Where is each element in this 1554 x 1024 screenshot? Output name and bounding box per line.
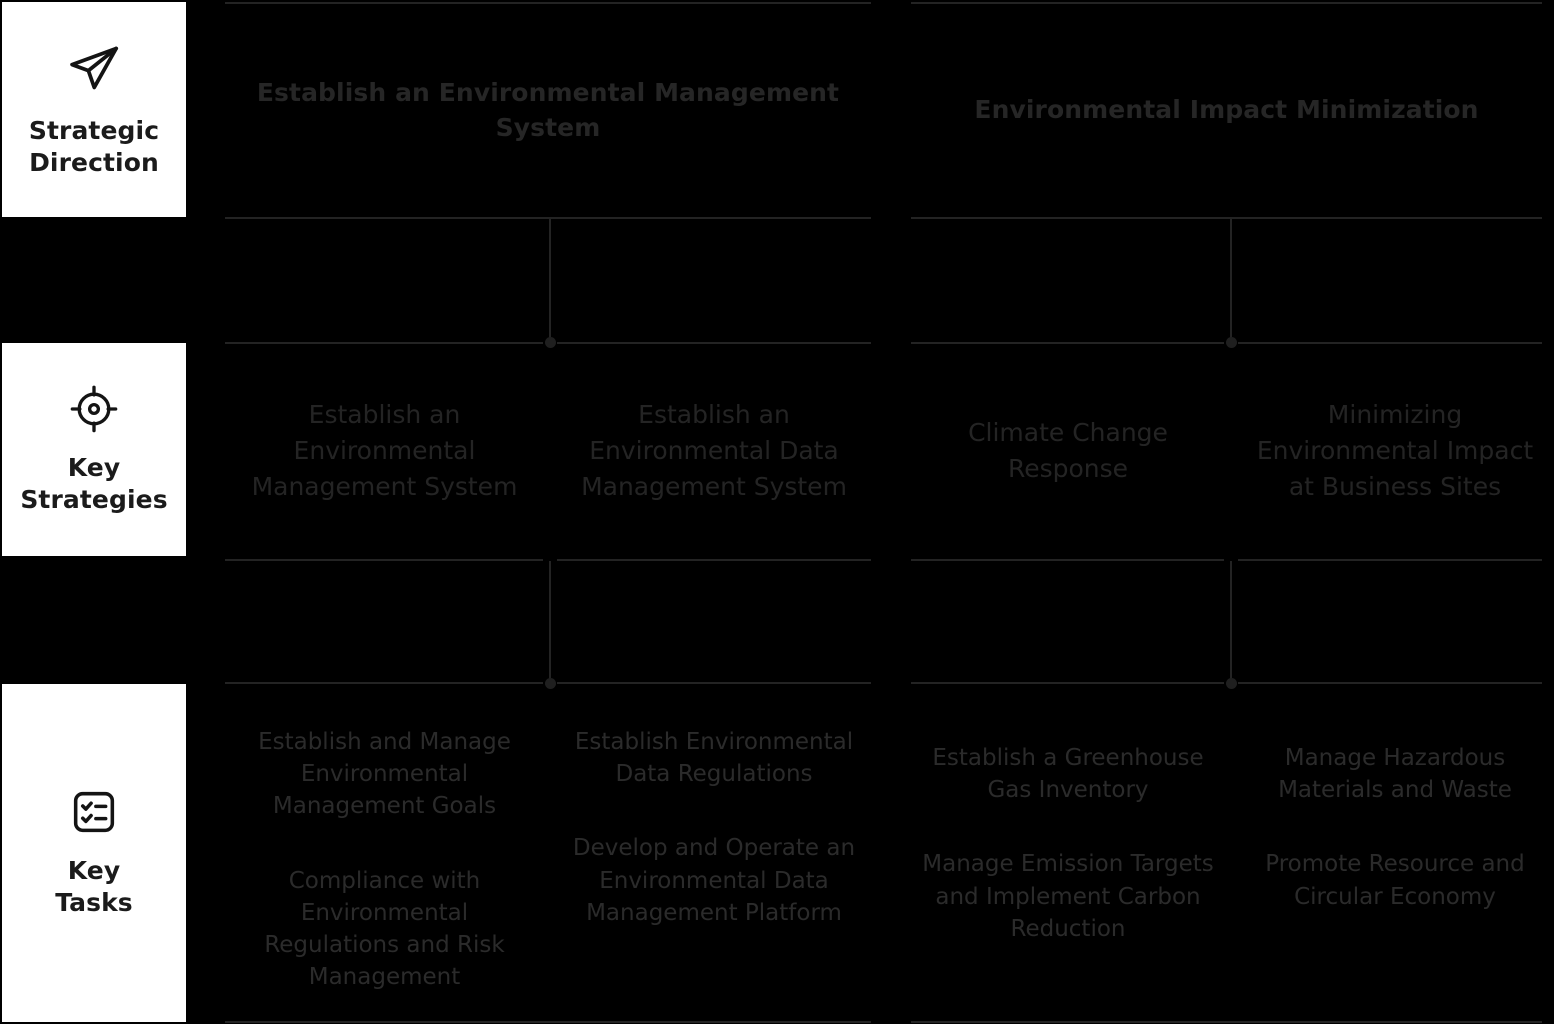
key-task-item[interactable]: Compliance with Environmental Regulation… bbox=[264, 867, 505, 991]
rule-top-right bbox=[911, 2, 1542, 4]
connector-vertical-right-lower bbox=[1230, 561, 1232, 683]
rule-strategic-bottom-right bbox=[911, 217, 1542, 219]
strategic-direction-title-1: Establish an Environmental Management Sy… bbox=[256, 77, 840, 143]
key-task-item[interactable]: Establish Environmental Data Regulations bbox=[574, 729, 854, 788]
rule-strategies-top-c bbox=[911, 342, 1224, 344]
key-task-group-3: Establish a Greenhouse Gas Inventory Man… bbox=[918, 742, 1218, 945]
key-strategy-cell-1[interactable]: Establish an Environmental Management Sy… bbox=[233, 346, 536, 556]
key-task-item[interactable]: Establish a Greenhouse Gas Inventory bbox=[932, 745, 1204, 804]
key-task-group-4: Manage Hazardous Materials and Waste Pro… bbox=[1248, 742, 1542, 913]
key-strategy-title-3: Climate Change Response bbox=[968, 418, 1168, 483]
checklist-icon bbox=[69, 787, 119, 837]
rule-tasks-top-b bbox=[557, 682, 871, 684]
rule-tasks-top-a bbox=[225, 682, 543, 684]
rule-strategic-bottom-left bbox=[225, 217, 871, 219]
send-paper-plane-icon bbox=[66, 41, 122, 97]
rule-bottom-left bbox=[225, 1021, 871, 1023]
junction-dot-right bbox=[1226, 337, 1237, 348]
strategic-direction-cell-1[interactable]: Establish an Environmental Management Sy… bbox=[225, 6, 871, 214]
key-strategy-title-2: Establish an Environmental Data Manageme… bbox=[581, 400, 847, 501]
key-strategy-cell-2[interactable]: Establish an Environmental Data Manageme… bbox=[564, 346, 864, 556]
key-task-item[interactable]: Develop and Operate an Environmental Dat… bbox=[572, 835, 856, 926]
connector-vertical-right bbox=[1230, 219, 1232, 343]
rule-strategies-bottom-d bbox=[1238, 559, 1542, 561]
key-strategy-cell-4[interactable]: Minimizing Environmental Impact at Busin… bbox=[1248, 346, 1542, 556]
key-task-item[interactable]: Establish and Manage Environmental Manag… bbox=[258, 729, 511, 820]
strategic-direction-cell-2[interactable]: Environmental Impact Minimization bbox=[911, 6, 1542, 214]
junction-dot-left-lower bbox=[545, 678, 556, 689]
target-crosshair-icon bbox=[69, 384, 119, 434]
key-strategy-title-4: Minimizing Environmental Impact at Busin… bbox=[1256, 400, 1534, 501]
rule-strategies-bottom-c bbox=[911, 559, 1224, 561]
junction-dot-right-lower bbox=[1226, 678, 1237, 689]
rule-strategies-bottom-a bbox=[225, 559, 543, 561]
rule-tasks-top-d bbox=[1238, 682, 1542, 684]
rule-strategies-top-d bbox=[1238, 342, 1542, 344]
key-strategy-cell-3[interactable]: Climate Change Response bbox=[918, 346, 1218, 556]
connector-vertical-left bbox=[549, 219, 551, 343]
rule-top-left bbox=[225, 2, 871, 4]
key-task-item[interactable]: Manage Emission Targets and Implement Ca… bbox=[922, 851, 1214, 942]
rule-strategies-top-b bbox=[557, 342, 871, 344]
connector-vertical-left-lower bbox=[549, 561, 551, 683]
rule-strategies-top-a bbox=[225, 342, 543, 344]
key-task-group-2: Establish Environmental Data Regulations… bbox=[564, 726, 864, 929]
key-task-group-1: Establish and Manage Environmental Manag… bbox=[233, 726, 536, 993]
key-task-item[interactable]: Manage Hazardous Materials and Waste bbox=[1278, 745, 1512, 804]
key-task-item[interactable]: Promote Resource and Circular Economy bbox=[1265, 851, 1525, 910]
rule-tasks-top-c bbox=[911, 682, 1224, 684]
strategic-direction-title-2: Environmental Impact Minimization bbox=[974, 95, 1479, 125]
rule-bottom-right bbox=[911, 1021, 1542, 1023]
key-strategy-title-1: Establish an Environmental Management Sy… bbox=[251, 400, 518, 501]
rule-strategies-bottom-b bbox=[557, 559, 871, 561]
junction-dot-left bbox=[545, 337, 556, 348]
